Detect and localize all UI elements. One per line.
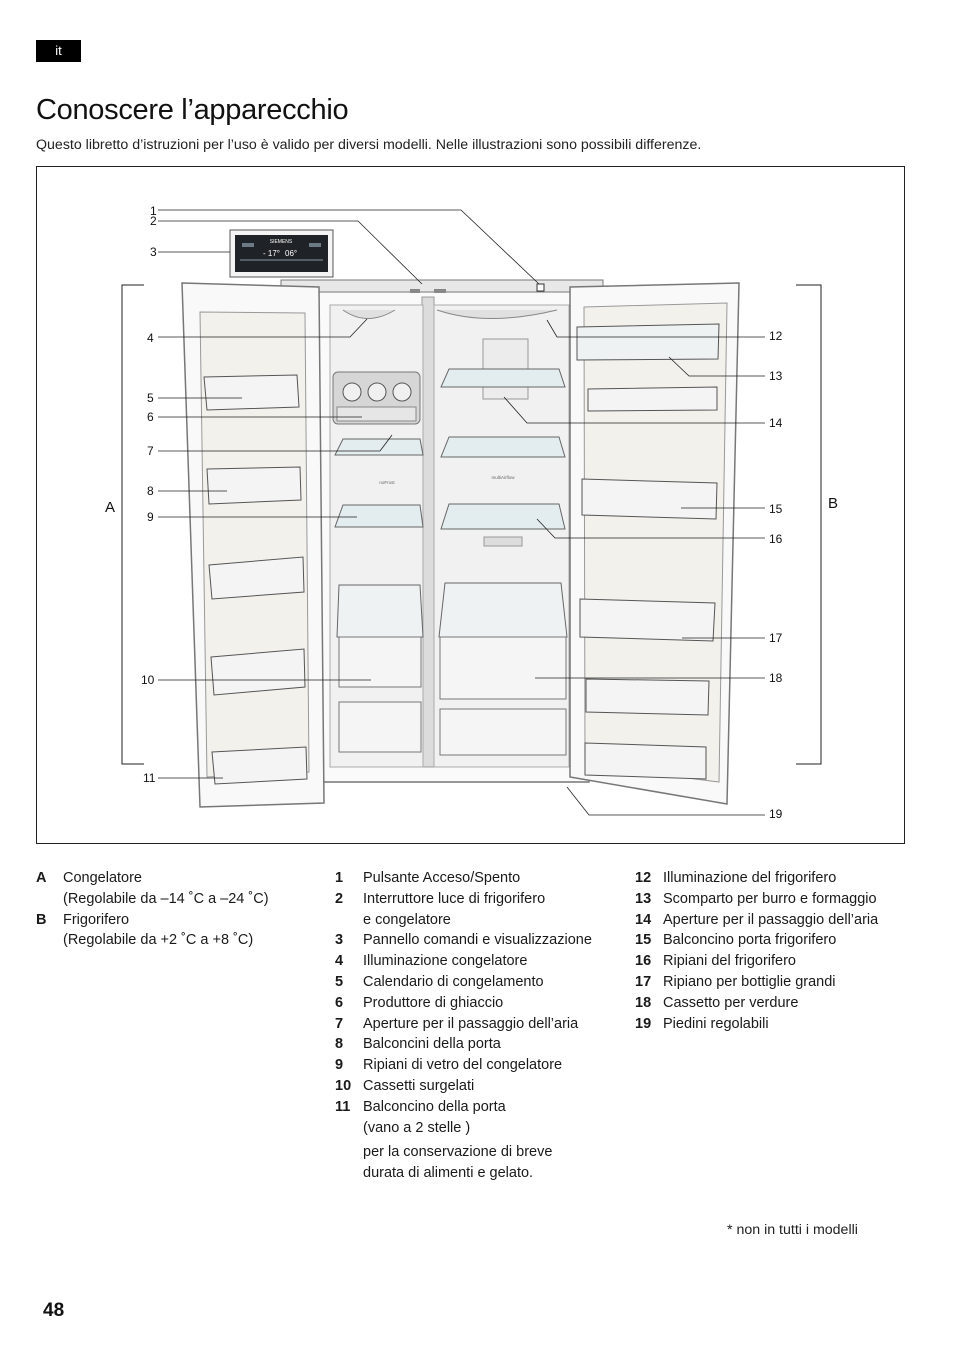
display-brand: SIEMENS <box>270 239 293 245</box>
legend-range: (Regolabile da +2 ˚C a +8 ˚C) <box>63 932 254 949</box>
legend-sections: A Congelatore (Regolabile da –14 ˚C a –2… <box>36 868 306 951</box>
callout-17: 17 <box>769 631 783 645</box>
footnote: * non in tutti i modelli <box>727 1222 858 1238</box>
callout-4: 4 <box>147 331 154 345</box>
callout-lines <box>158 209 765 816</box>
legend-name: Congelatore <box>63 870 142 886</box>
section-label-a: A <box>105 499 115 516</box>
legend-letter: B <box>36 911 47 928</box>
callout-11: 11 <box>143 771 156 785</box>
callout-5: 5 <box>147 391 154 405</box>
callout-19: 19 <box>769 807 783 821</box>
callout-9: 9 <box>147 510 154 524</box>
callout-16: 16 <box>769 532 783 546</box>
callout-3: 3 <box>150 245 157 259</box>
control-panel: SIEMENS - 17° 06° <box>229 229 334 278</box>
callout-1: 1 <box>150 204 157 218</box>
bracket-b <box>796 284 822 765</box>
callout-8: 8 <box>147 484 154 498</box>
fridge-illustration: SIEMENS - 17° 06° <box>105 204 838 821</box>
bracket-a <box>121 284 144 765</box>
fridge-figure: SIEMENS - 17° 06° <box>36 166 905 844</box>
callout-15: 15 <box>769 502 783 516</box>
fridge-multiairflow-label: multiAirflow <box>491 475 515 480</box>
freezer-nofrost-label: noFrost <box>379 480 395 485</box>
fridge-door <box>569 282 740 805</box>
section-label-b: B <box>828 495 838 512</box>
callout-2: 2 <box>150 214 157 228</box>
callout-13: 13 <box>769 369 783 383</box>
legend-item: B Frigorifero (Regolabile da +2 ˚C a +8 … <box>36 910 306 952</box>
legend-name: Frigorifero <box>63 911 130 928</box>
callout-12: 12 <box>769 329 783 343</box>
callout-numbers: 1 2 3 4 5 6 7 8 9 10 11 12 13 14 15 16 1… <box>141 204 783 821</box>
language-tab: it <box>36 40 81 62</box>
callout-7: 7 <box>147 444 154 458</box>
legend-item: A Congelatore (Regolabile da –14 ˚C a –2… <box>36 868 306 910</box>
callout-18: 18 <box>769 671 783 685</box>
page-number: 48 <box>43 1300 65 1321</box>
cabinet: noFrost multiAirflow <box>280 279 604 783</box>
legend-letter: A <box>36 870 47 886</box>
intro-text: Questo libretto d’istruzioni per l’uso è… <box>36 137 702 153</box>
legend-range: (Regolabile da –14 ˚C a –24 ˚C) <box>63 890 269 907</box>
freezer-door <box>181 282 325 808</box>
display-temp-left: - 17° <box>263 249 280 258</box>
page-title: Conoscere l’apparecchio <box>36 94 349 126</box>
callout-6: 6 <box>147 410 154 424</box>
display-temp-right: 06° <box>285 249 297 258</box>
callout-14: 14 <box>769 416 783 430</box>
callout-10: 10 <box>141 673 155 687</box>
